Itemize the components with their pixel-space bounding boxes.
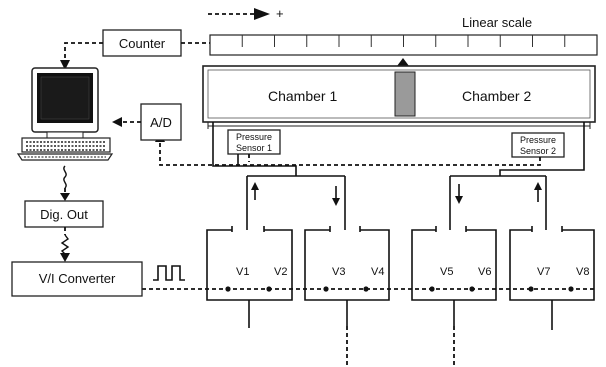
chamber-2-airlines [449,122,585,230]
dig-out-label: Dig. Out [40,207,88,222]
pressure-sensor-2-line1: Pressure [520,135,556,145]
chamber-1-label: Chamber 1 [268,88,337,104]
counter-label: Counter [119,36,166,51]
valve-connection-dot [528,286,534,292]
computer-icon [16,67,114,161]
ad-box [140,103,182,141]
valve-label: V4 [371,266,384,278]
piston [394,71,416,117]
valve-label: V1 [236,266,249,278]
valve-label: V7 [537,266,550,278]
valve-label: V5 [440,266,453,278]
scale-pointer-icon [397,58,409,66]
valve-connection-dot [225,286,231,292]
pressure-sensor-1 [227,129,281,155]
squiggle-signal-icon [60,227,70,262]
chamber-1-airlines [212,122,346,230]
valve-label: V3 [332,266,345,278]
valve-connection-dots [225,286,574,292]
valve-connection-dot [266,286,272,292]
pressure-sensor-2-line2: Sensor 2 [520,146,556,156]
valve-label: V6 [478,266,491,278]
valve-connection-dot [363,286,369,292]
counter-to-pc-line [64,42,103,62]
dig-out-box [24,200,104,228]
vi-converter-label: V/I Converter [39,271,116,286]
valve-connection-dot [469,286,475,292]
pressure-sensor-2 [511,132,565,158]
ad-label: A/D [150,115,172,130]
valve-label: V8 [576,266,589,278]
valve-label: V2 [274,266,287,278]
pulse-signal-icon [153,265,185,281]
valve-connection-dot [429,286,435,292]
linear-scale [209,34,598,56]
direction-sign: + [276,6,284,21]
chamber-2-label: Chamber 2 [462,88,531,104]
valve-connection-dot [323,286,329,292]
valve-connection-dot [568,286,574,292]
direction-arrow [208,8,270,20]
sensor-signal-line [159,140,541,166]
cylinder [202,65,596,129]
pressure-sensor-1-line1: Pressure [236,132,272,142]
linear-scale-label: Linear scale [462,15,532,30]
vi-converter-box [11,261,143,297]
valve-supply-lines [248,300,553,365]
pressure-sensor-1-line2: Sensor 1 [236,143,272,153]
squiggle-signal-icon [63,165,67,189]
